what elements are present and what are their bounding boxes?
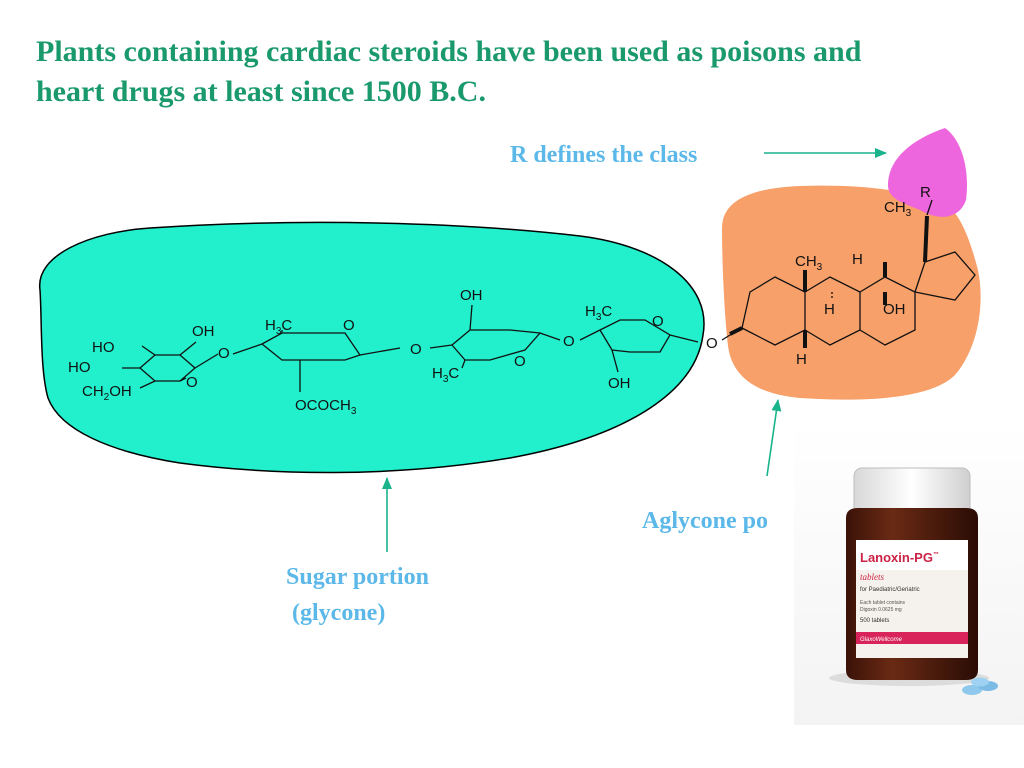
h-label-bottom: H <box>796 351 807 368</box>
h-label-middle: H <box>824 301 835 318</box>
aglycone-arrow <box>766 399 782 477</box>
ch2oh-label: CH2OH <box>82 383 132 403</box>
label-line-dose: Digoxin 0.0625 mg <box>860 607 902 613</box>
ho-label-2: HO <box>68 359 91 376</box>
glycosidic-oxygen-1: O <box>218 345 230 362</box>
slide-title-line-2: heart drugs at least since 1500 B.C. <box>36 75 486 108</box>
bottle-illustration: Lanoxin-PG™ tablets for Paediatric/Geria… <box>829 467 998 695</box>
ococh3-label: OCOCH3 <box>295 397 357 417</box>
ch3-label-left: CH3 <box>795 253 823 273</box>
label-line-tablets: tablets <box>860 572 884 582</box>
label-brand: Lanoxin-PG™ <box>860 550 939 565</box>
ring-oxygen-1: O <box>186 374 198 391</box>
h3c-label-3: H3C <box>585 303 612 323</box>
r-class-label: R defines the class <box>510 142 698 168</box>
ring-oxygen-4: O <box>652 313 664 330</box>
sugar-chain-bonds <box>122 304 739 392</box>
sugar-portion-label: Sugar portion <box>286 564 429 590</box>
tablet-1 <box>962 685 982 695</box>
oh-label-steroid: OH <box>883 301 906 318</box>
ch3-label-top: CH3 <box>884 199 912 219</box>
glycosidic-oxygen-3: O <box>563 333 575 350</box>
steroid-ring-bonds <box>729 199 976 348</box>
label-line-count: 500 tablets <box>860 618 889 624</box>
label-line-contains: Each tablet contains <box>860 600 906 606</box>
oh-label-2: OH <box>460 287 483 304</box>
glycone-label: (glycone) <box>292 600 386 626</box>
label-header <box>856 540 968 570</box>
steroid-atom-labels: R CH3 CH3 H H OH H <box>795 184 931 368</box>
ring-oxygen-2: O <box>343 317 355 334</box>
aglycone-link-oxygen: O <box>706 335 718 352</box>
aglycone-blob <box>722 185 981 400</box>
h3c-label-1: H3C <box>265 317 292 337</box>
h-label-top: H <box>852 251 863 268</box>
lanoxin-bottle-photo: Lanoxin-PG™ tablets for Paediatric/Geria… <box>794 420 1024 725</box>
ho-label-1: HO <box>92 339 115 356</box>
label-stripe <box>856 632 968 644</box>
r-group-blob <box>888 128 968 217</box>
slide-title: Plants containing cardiac steroids have … <box>36 32 996 112</box>
tablet-3 <box>971 677 989 687</box>
sugar-atom-labels: HO HO CH2OH OH O O H3C O OCOCH3 O OH H3C… <box>68 287 718 417</box>
label-line-paediatric: for Paediatric/Geriatric <box>860 587 920 593</box>
slide-title-line-1: Plants containing cardiac steroids have … <box>36 35 862 68</box>
h3c-label-2: H3C <box>432 365 459 385</box>
glycosidic-oxygen-2: O <box>410 341 422 358</box>
ring-oxygen-3: O <box>514 353 526 370</box>
sugar-portion-blob <box>39 221 705 474</box>
oh-label-3: OH <box>608 375 631 392</box>
r-group-label: R <box>920 184 931 201</box>
aglycone-label: Aglycone po <box>642 508 768 534</box>
oh-label-1: OH <box>192 323 215 340</box>
label-maker: GlaxoWellcome <box>860 637 903 643</box>
